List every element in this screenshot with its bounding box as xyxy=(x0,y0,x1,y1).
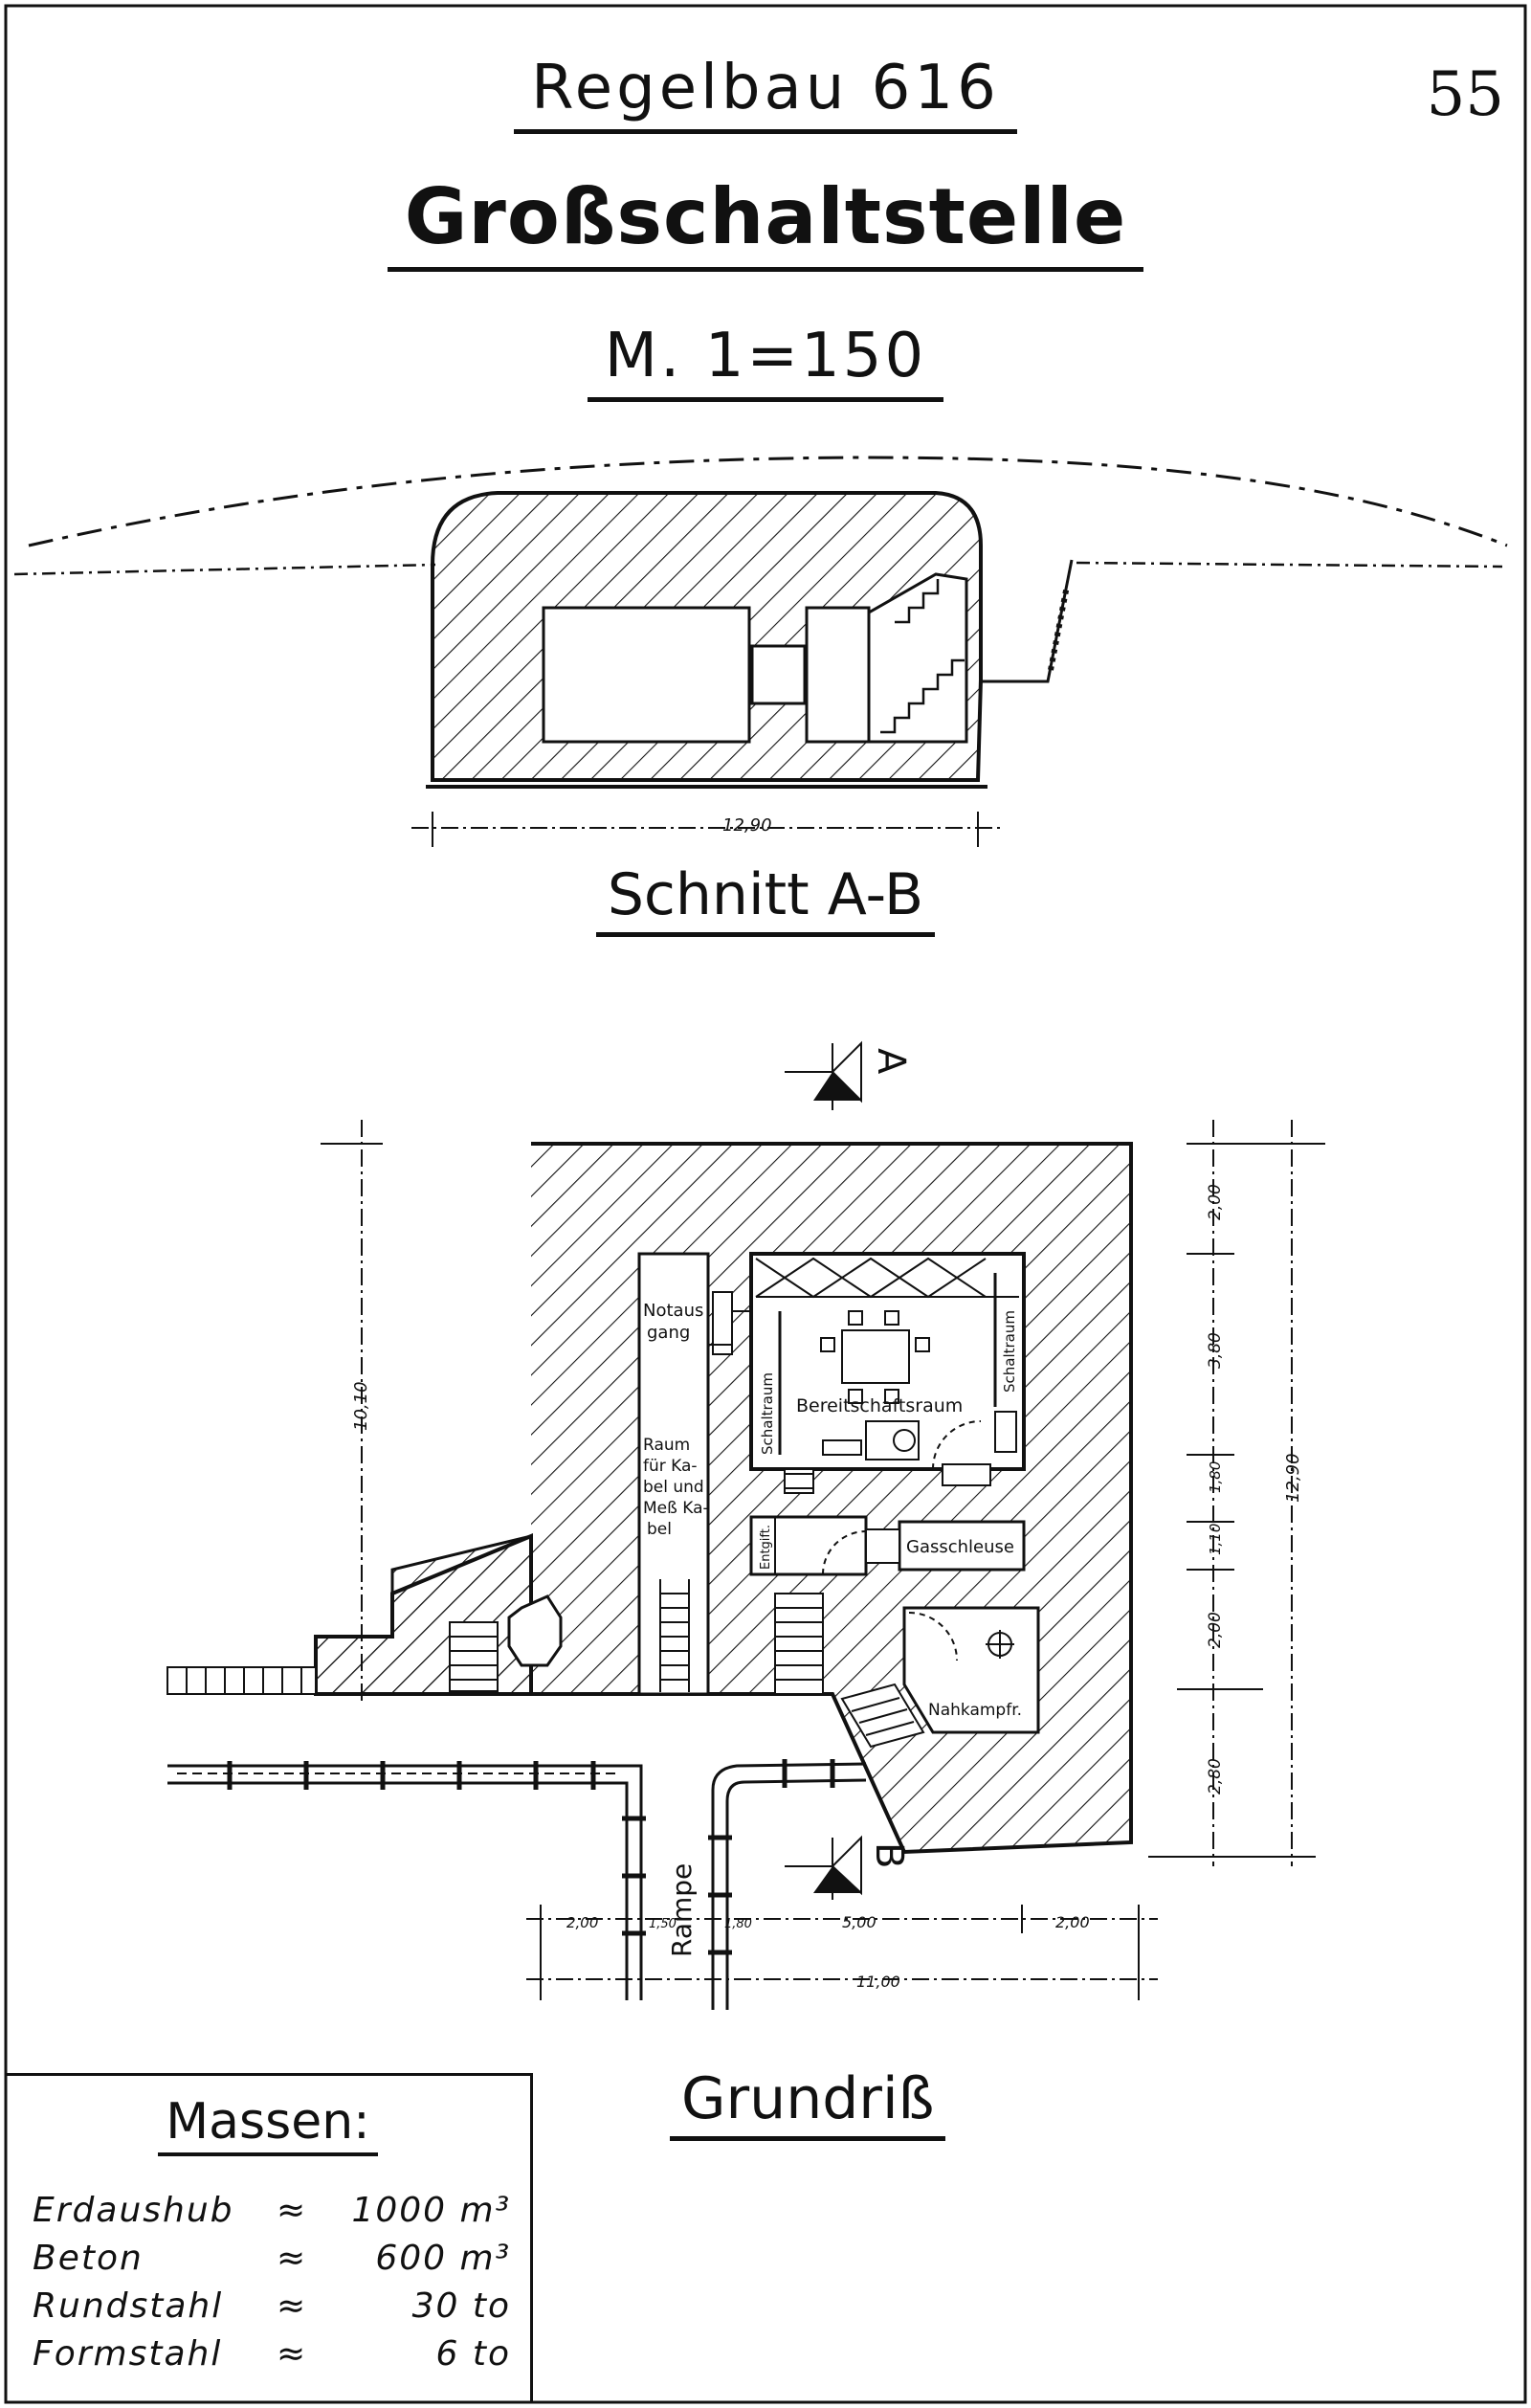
floor-plan-drawing: A xyxy=(166,1040,1325,2010)
ground-line-left xyxy=(13,563,436,576)
svg-text:B: B xyxy=(867,1842,911,1868)
dim-bottom-4: 5,00 xyxy=(842,1913,876,1931)
title-grossschaltstelle: Großschaltstelle xyxy=(0,172,1531,272)
dim-right-3: 1,80 xyxy=(1207,1461,1224,1493)
massen-approx: ≈ xyxy=(277,2334,308,2374)
massen-value: 6 to xyxy=(435,2334,511,2374)
dim-right-1: 2,00 xyxy=(1206,1184,1225,1220)
label-schaltraum-right: Schaltraum xyxy=(1001,1310,1018,1393)
dimension-left: 10,10 xyxy=(321,1120,383,1704)
dimensions-bottom: 2,00 1,50 1,80 5,00 2,00 11,00 xyxy=(526,1905,1158,2000)
dim-right-6: 2,80 xyxy=(1206,1758,1225,1795)
page-number: 55 xyxy=(1426,59,1504,130)
dim-right-4: 1,10 xyxy=(1207,1524,1224,1555)
dim-left: 10,10 xyxy=(351,1381,371,1431)
massen-label: Beton xyxy=(33,2239,144,2278)
massen-approx: ≈ xyxy=(277,2286,308,2326)
label-bereitschaftsraum: Bereitschaftsraum xyxy=(796,1395,963,1416)
trench-fence-right xyxy=(708,1759,867,2010)
massen-label: Rundstahl xyxy=(33,2286,224,2326)
door-swing-main xyxy=(932,1420,982,1470)
plan-title: Grundriß xyxy=(670,2065,946,2141)
massen-value: 30 to xyxy=(411,2286,511,2326)
dim-bottom-5: 2,00 xyxy=(1055,1913,1090,1931)
room-ceiling-cross xyxy=(755,1257,1019,1299)
title-regelbau: Regelbau 616 xyxy=(0,53,1531,134)
dim-bottom-3: 1,80 xyxy=(724,1917,752,1931)
plan-left-approach xyxy=(166,1666,317,1695)
earth-mound xyxy=(28,456,1508,547)
massen-label: Formstahl xyxy=(33,2334,223,2374)
plan-lower-left-mass xyxy=(314,1534,533,1696)
section-dimension-label: 12,90 xyxy=(722,815,772,836)
section-stair-cavity xyxy=(867,572,968,744)
title-scale: M. 1=150 xyxy=(0,321,1531,402)
section-trench-hatch xyxy=(1048,585,1070,671)
massen-value: 600 m³ xyxy=(375,2239,511,2278)
massen-value: 1000 m³ xyxy=(351,2191,511,2230)
section-trench xyxy=(981,559,1074,683)
massen-label: Erdaushub xyxy=(33,2191,234,2230)
room-nahkampfraum xyxy=(902,1606,1040,1734)
bunker-plan-mass xyxy=(314,1142,1133,1855)
label-raum-4: Meß Ka- xyxy=(643,1499,709,1518)
svg-text:A: A xyxy=(869,1048,913,1075)
dim-bottom-total: 11,00 xyxy=(856,1973,900,1991)
stove xyxy=(865,1420,920,1460)
section-a-b-drawing: 12,90 xyxy=(13,456,1508,847)
dim-bottom-2: 1,50 xyxy=(649,1917,677,1931)
dim-bottom-1: 2,00 xyxy=(566,1914,598,1931)
section-stairs-upper xyxy=(895,579,940,624)
section-stairs xyxy=(880,658,965,734)
sheet-border xyxy=(4,4,1527,2404)
label-gasschleuse: Gasschleuse xyxy=(906,1537,1014,1557)
section-marker-b: B xyxy=(785,1835,911,1900)
section-marker-a: A xyxy=(785,1040,913,1110)
ground-line-right xyxy=(1076,561,1503,569)
dim-right-total: 12,90 xyxy=(1283,1453,1303,1503)
entgiftung-stairs xyxy=(774,1593,824,1695)
section-door-frame xyxy=(750,644,807,705)
nahkampf-stairs xyxy=(840,1683,925,1749)
trench-fence-left xyxy=(167,1761,646,2000)
section-room-small xyxy=(805,606,871,744)
label-rampe: Rampe xyxy=(666,1863,698,1957)
label-entgiftung: Entgift. xyxy=(759,1525,773,1570)
room-gasschleuse xyxy=(898,1520,1026,1572)
label-raum-2: für Ka- xyxy=(643,1457,698,1476)
dimensions-right: 2,00 3,80 1,80 1,10 2,00 2,80 12,90 xyxy=(1148,1120,1325,1866)
door-swing-entgiftung xyxy=(822,1530,867,1575)
label-notausgang-1: Notaus xyxy=(643,1301,703,1321)
label-raum-5: bel xyxy=(647,1520,672,1539)
room-cable-corridor xyxy=(637,1252,710,1696)
label-schaltraum-left: Schaltraum xyxy=(759,1372,776,1455)
dim-right-5: 2,00 xyxy=(1206,1612,1225,1648)
dim-right-2: 3,80 xyxy=(1206,1332,1225,1369)
section-title: Schnitt A-B xyxy=(0,861,1531,937)
label-raum-3: bel und xyxy=(643,1478,704,1497)
label-nahkampfraum: Nahkampfr. xyxy=(928,1701,1022,1720)
label-notausgang-2: gang xyxy=(647,1323,690,1343)
massen-approx: ≈ xyxy=(277,2239,308,2278)
corridor-ladder xyxy=(659,1579,690,1692)
turret-ring xyxy=(507,1594,563,1667)
door-swing-nahkampf xyxy=(908,1612,958,1661)
massen-title: Massen: xyxy=(6,2093,530,2156)
massen-approx: ≈ xyxy=(277,2191,308,2230)
massen-table: Massen: Erdaushub ≈ 1000 m³ Beton ≈ 600 … xyxy=(6,2073,533,2403)
label-raum-1: Raum xyxy=(643,1436,690,1455)
table xyxy=(841,1329,910,1384)
section-room-large xyxy=(542,606,751,744)
